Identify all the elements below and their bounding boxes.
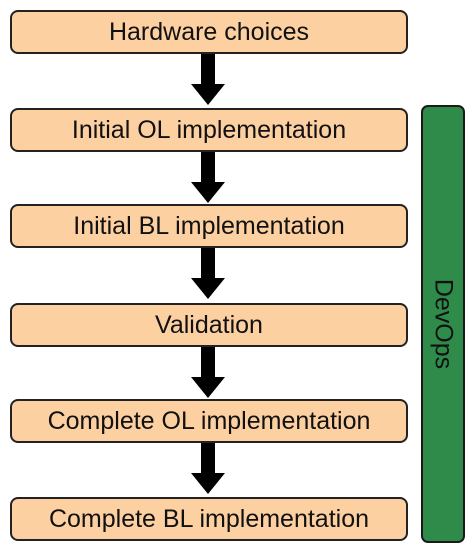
down-arrow-icon — [191, 54, 225, 105]
step-label: Initial BL implementation — [73, 211, 345, 240]
down-arrow-icon — [191, 347, 225, 398]
step-label: Initial OL implementation — [71, 115, 347, 144]
step-hardware-choices: Hardware choices — [10, 10, 408, 54]
step-complete-ol-implementation: Complete OL implementation — [10, 399, 408, 443]
down-arrow-icon — [191, 152, 225, 203]
step-label: Hardware choices — [108, 17, 310, 46]
step-initial-bl-implementation: Initial BL implementation — [10, 204, 408, 248]
step-initial-ol-implementation: Initial OL implementation — [10, 108, 408, 152]
step-label: Complete OL implementation — [47, 406, 371, 435]
step-label: Validation — [155, 310, 263, 339]
step-label: Complete BL implementation — [48, 504, 370, 533]
down-arrow-icon — [191, 443, 225, 494]
devops-label: DevOps — [429, 278, 458, 370]
down-arrow-icon — [191, 248, 225, 299]
step-validation: Validation — [10, 303, 408, 347]
step-complete-bl-implementation: Complete BL implementation — [10, 497, 408, 541]
devops-bar: DevOps — [421, 105, 465, 543]
